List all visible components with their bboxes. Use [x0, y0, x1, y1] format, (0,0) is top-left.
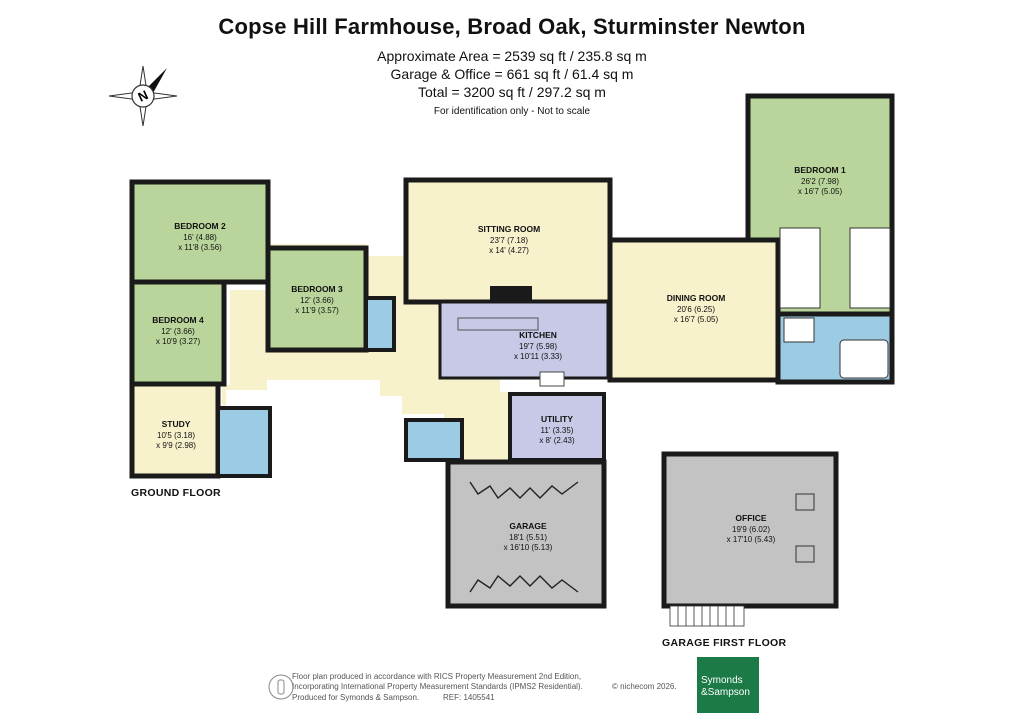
room-dim-utility: 11' (3.35) [541, 426, 574, 435]
logo-line-1: Symonds [701, 675, 743, 686]
shower-tray [783, 317, 815, 343]
room-dim-dining-room: 20'6 (6.25) [677, 305, 715, 314]
footer-line: Incorporating International Property Mea… [292, 682, 583, 692]
footer-text: Floor plan produced in accordance with R… [292, 672, 583, 703]
room-name-sitting-room: SITTING ROOM [478, 224, 540, 234]
bedroom-4 [129, 279, 227, 387]
staircase [669, 605, 745, 627]
garage-truss [469, 574, 579, 593]
room-dim-bedroom-3: 12' (3.66) [300, 296, 334, 305]
footer-line: Floor plan produced in accordance with R… [292, 672, 582, 681]
reference: REF: 1405541 [443, 692, 495, 702]
room-labels: BEDROOM 2 16' (4.88) x 11'8 (3.56) BEDRO… [152, 165, 846, 552]
measurement-badge-icon [268, 674, 294, 700]
garage-office-area: Garage & Office = 661 sq ft / 61.4 sq m [390, 66, 634, 82]
room-dim-office: x 17'10 (5.43) [727, 535, 776, 544]
room-name-dining-room: DINING ROOM [667, 293, 726, 303]
room-dim-garage: 18'1 (5.51) [509, 533, 547, 542]
kitchen [438, 300, 610, 380]
study [129, 381, 221, 479]
room-name-bedroom-2: BEDROOM 2 [174, 221, 226, 231]
bathtub [839, 339, 889, 379]
utility-room [508, 392, 606, 462]
room-dim-sitting-room: x 14' (4.27) [489, 246, 529, 255]
garage-first-floor-label: GARAGE FIRST FLOOR [662, 637, 787, 649]
room-name-utility: UTILITY [541, 414, 573, 424]
bedroom-2 [129, 179, 271, 285]
total-area: Total = 3200 sq ft / 297.2 sq m [418, 84, 606, 100]
room-name-bedroom-3: BEDROOM 3 [291, 284, 343, 294]
ground-floor [129, 93, 895, 479]
plan-title: Copse Hill Farmhouse, Broad Oak, Sturmin… [218, 14, 806, 39]
room-dim-study: 10'5 (3.18) [157, 431, 195, 440]
ground-floor-label: GROUND FLOOR [131, 487, 221, 499]
room-dim-office: 19'9 (6.02) [732, 525, 770, 534]
room-dim-kitchen: x 10'11 (3.33) [514, 352, 562, 361]
fireplace [490, 286, 532, 300]
room-name-garage: GARAGE [509, 521, 547, 531]
garage-truss [469, 481, 579, 500]
approx-area: Approximate Area = 2539 sq ft / 235.8 sq… [377, 48, 647, 64]
room-name-bedroom-4: BEDROOM 4 [152, 315, 204, 325]
footer-line: Produced for Symonds & Sampson. [292, 692, 420, 702]
wardrobe [779, 227, 821, 309]
sitting-room [403, 177, 613, 305]
room-dim-study: x 9'9 (2.98) [156, 441, 196, 450]
room-dim-bedroom-2: 16' (4.88) [183, 233, 217, 242]
room-dim-kitchen: 19'7 (5.98) [519, 342, 557, 351]
office [661, 451, 839, 609]
cloakroom-wc [404, 418, 464, 462]
kitchen-counter [457, 317, 539, 331]
roof-window [795, 545, 815, 563]
room-dim-bedroom-2: x 11'8 (3.56) [178, 243, 222, 252]
room-dim-utility: x 8' (2.43) [539, 436, 575, 445]
room-dim-bedroom-4: 12' (3.66) [161, 327, 195, 336]
roof-window [795, 493, 815, 511]
room-dim-bedroom-1: x 16'7 (5.05) [798, 187, 843, 196]
room-dim-garage: x 16'10 (5.13) [504, 543, 553, 552]
north-arrow-icon: N [108, 65, 178, 127]
garage-block [445, 459, 607, 609]
disclaimer: For identification only - Not to scale [433, 106, 591, 117]
wardrobe [849, 227, 891, 309]
ensuite-small [364, 296, 396, 352]
room-name-study: STUDY [162, 419, 191, 429]
room-name-bedroom-1: BEDROOM 1 [794, 165, 846, 175]
copyright: © nichecom 2026. [612, 682, 677, 691]
agent-logo: Symonds &Sampson [697, 657, 759, 713]
room-dim-sitting-room: 23'7 (7.18) [490, 236, 528, 245]
office-block [661, 451, 839, 627]
hob [539, 371, 565, 387]
bedroom-3 [265, 245, 369, 353]
room-name-kitchen: KITCHEN [519, 330, 557, 340]
logo-line-2: &Sampson [701, 687, 750, 698]
room-dim-bedroom-3: x 11'9 (3.57) [295, 306, 339, 315]
room-dim-bedroom-1: 26'2 (7.98) [801, 177, 839, 186]
room-dim-bedroom-4: x 10'9 (3.27) [156, 337, 201, 346]
room-dim-dining-room: x 16'7 (5.05) [674, 315, 719, 324]
shower-room-small [216, 406, 272, 478]
room-name-office: OFFICE [735, 513, 766, 523]
